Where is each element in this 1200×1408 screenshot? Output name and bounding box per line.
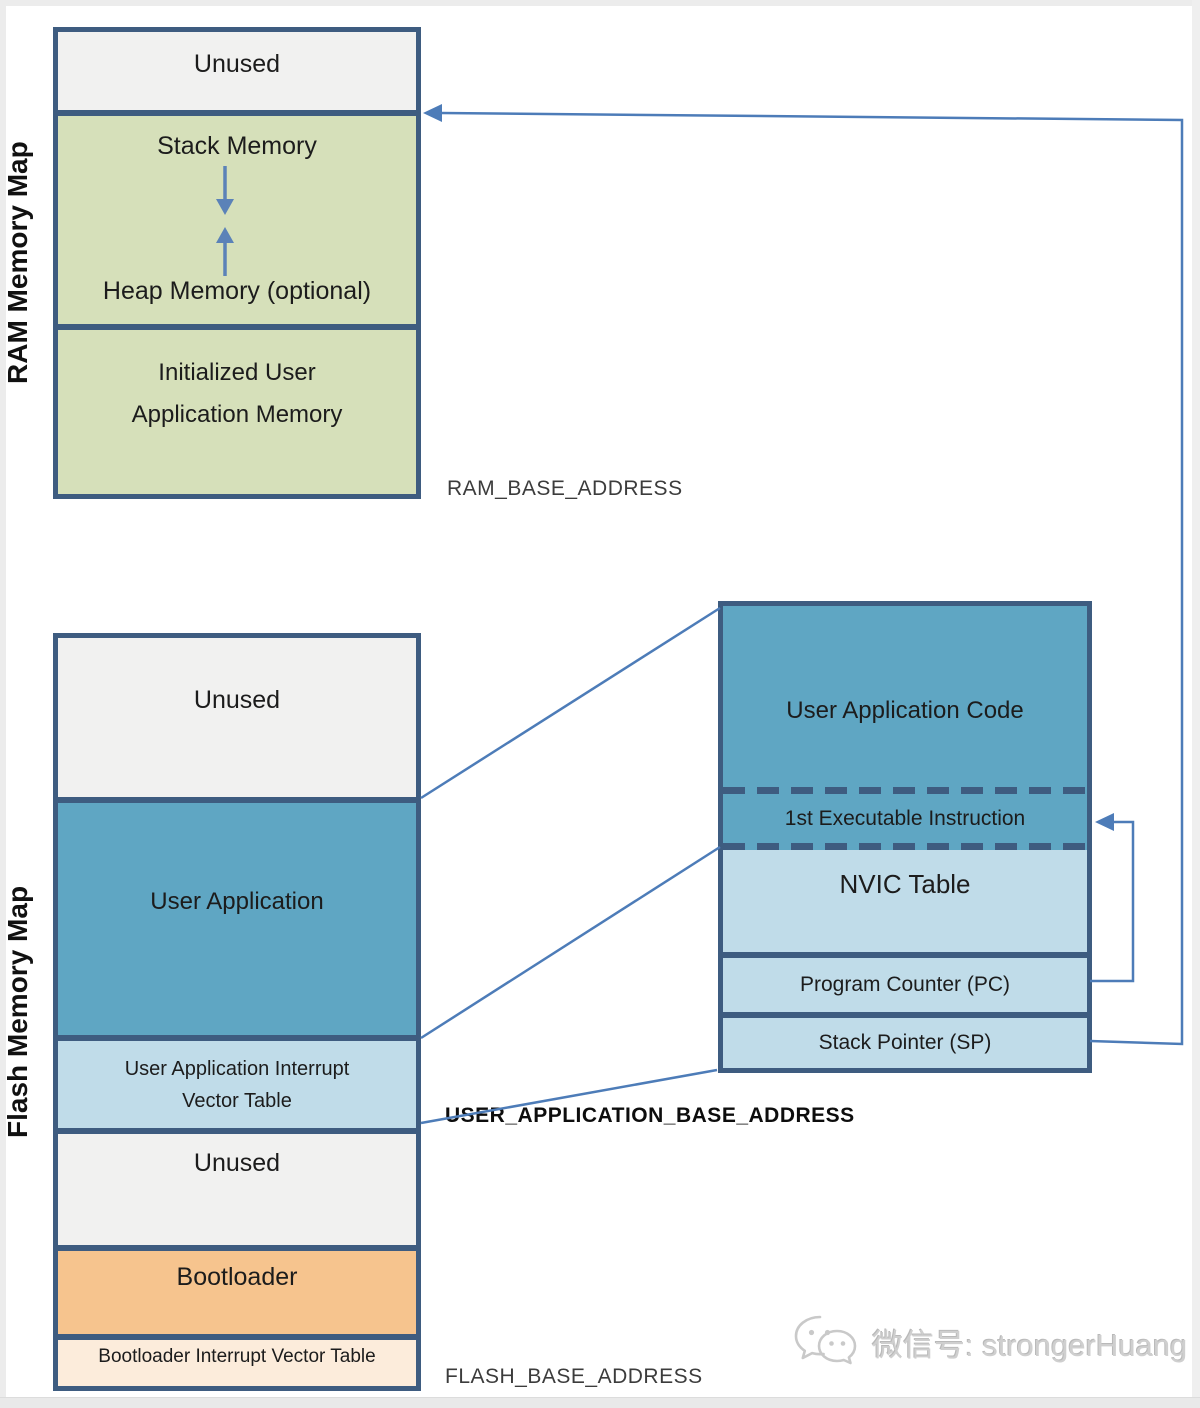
ram-divider-2 — [58, 324, 416, 330]
flash-unused-top-label: Unused — [193, 686, 281, 714]
flash-section-bootloader: Bootloader — [58, 1251, 416, 1334]
pc-to-instruction-connector-line — [1090, 820, 1135, 983]
flash-section-unused-top: Unused — [58, 638, 416, 797]
user-application-code-label: User Application Code — [786, 696, 1024, 724]
bootloader-label: Bootloader — [176, 1263, 298, 1291]
program-counter-label: Program Counter (PC) — [799, 973, 1011, 996]
ram-unused-label: Unused — [193, 49, 281, 78]
flash-divider-2 — [58, 1035, 416, 1041]
ram-section-stack-heap: Stack Memory Heap Memory (optional) — [58, 116, 416, 324]
flash-unused-bottom-label: Unused — [193, 1149, 281, 1177]
nvic-table-label: NVIC Table — [839, 868, 971, 899]
flash-memory-map-label: Flash Memory Map — [2, 885, 33, 1139]
expanded-section-user-app-code: User Application Code — [723, 606, 1087, 787]
flash-section-bootloader-vector-table: Bootloader Interrupt Vector Table — [58, 1340, 416, 1386]
expand-guide-middle-line — [420, 845, 721, 1040]
ram-base-address-label: RAM_BASE_ADDRESS — [447, 477, 683, 500]
page-frame-bottom — [0, 1397, 1200, 1408]
first-instruction-label-wrap: 1st Executable Instruction — [723, 794, 1087, 843]
flash-section-ua-vector-table: User Application Interrupt Vector Table — [58, 1041, 416, 1128]
dashed-border-bottom — [723, 843, 1087, 850]
flash-section-user-application: User Application — [58, 803, 416, 1035]
watermark: 微信号: strongerHuang — [792, 1314, 1187, 1370]
ua-vector-table-line2: Vector Table — [182, 1089, 292, 1112]
first-instruction-label: 1st Executable Instruction — [784, 806, 1026, 830]
expanded-section-pc: Program Counter (PC) — [723, 958, 1087, 1012]
initialized-user-line1: Initialized User — [158, 359, 316, 386]
pc-to-instruction-arrowhead — [1095, 813, 1114, 831]
flash-memory-map-box: Unused User Application User Application… — [53, 633, 421, 1391]
ram-section-unused: Unused — [58, 32, 416, 110]
page-frame-right — [1192, 0, 1200, 1397]
bootloader-vector-table-label: Bootloader Interrupt Vector Table — [98, 1346, 376, 1367]
flash-divider-3 — [58, 1128, 416, 1134]
user-application-label: User Application — [150, 888, 324, 915]
dashed-border-top — [723, 787, 1087, 794]
expanded-section-first-instruction: 1st Executable Instruction — [723, 787, 1087, 850]
heap-memory-label: Heap Memory (optional) — [102, 277, 372, 305]
flash-section-unused-bottom: Unused — [58, 1134, 416, 1245]
ram-memory-map-label: RAM Memory Map — [2, 141, 33, 385]
page-frame-top — [0, 0, 1200, 6]
ram-divider-1 — [58, 110, 416, 116]
ram-section-initialized: Initialized User Application Memory — [58, 330, 416, 494]
expand-guide-top-line — [420, 606, 721, 800]
watermark-text: 微信号: strongerHuang — [872, 1327, 1188, 1363]
expanded-section-sp: Stack Pointer (SP) — [723, 1018, 1087, 1068]
flash-divider-4 — [58, 1245, 416, 1251]
user-application-base-address-label: USER_APPLICATION_BASE_ADDRESS — [445, 1104, 855, 1127]
page-frame-left — [0, 0, 6, 1397]
wechat-icon — [794, 1315, 857, 1365]
initialized-user-line2: Application Memory — [131, 401, 343, 428]
sp-to-ram-arrowhead — [423, 104, 442, 122]
stack-memory-label: Stack Memory — [157, 132, 317, 160]
ua-vector-table-line1: User Application Interrupt — [124, 1057, 350, 1080]
flash-divider-1 — [58, 797, 416, 803]
expanded-section-nvic: NVIC Table — [723, 850, 1087, 952]
flash-base-address-label: FLASH_BASE_ADDRESS — [445, 1365, 703, 1388]
expanded-user-application-box: User Application Code 1st Executable Ins… — [718, 601, 1092, 1073]
stack-pointer-label: Stack Pointer (SP) — [818, 1031, 992, 1054]
ram-memory-map-box: Unused Stack Memory Heap Memory (optiona… — [53, 27, 421, 499]
flash-divider-5 — [58, 1334, 416, 1340]
